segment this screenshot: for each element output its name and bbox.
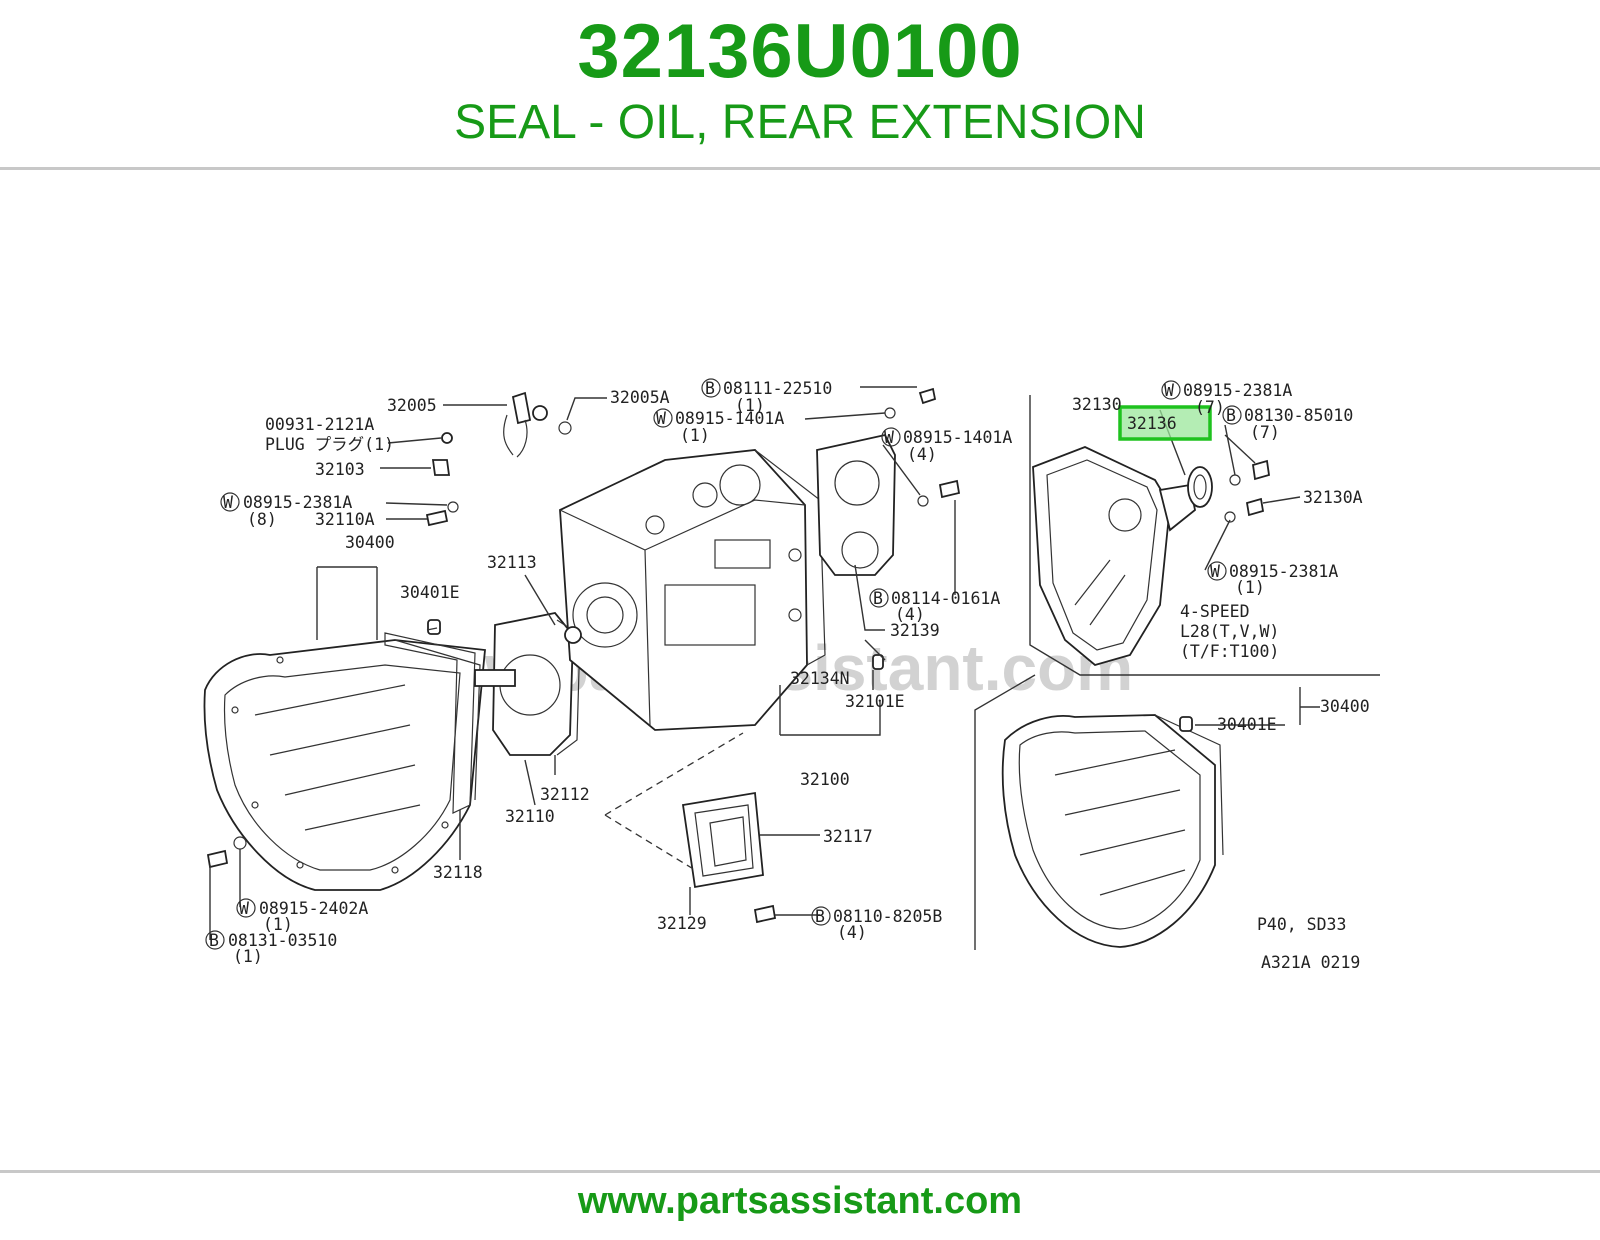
svg-text:(7): (7) [1195,398,1225,417]
svg-text:(1): (1) [263,915,293,934]
label-32130A: 32130A [1303,488,1363,507]
gasket-32118 [384,632,476,814]
label-32005: 32005 [387,396,437,415]
svg-text:(1): (1) [233,947,263,966]
svg-text:W: W [1164,381,1174,400]
rear-extension-32130 [1032,446,1271,666]
label-30401E-right: 30401E [1217,715,1277,734]
label-32005A: 32005A [610,388,670,407]
site-url[interactable]: www.partsassistant.com [577,1180,1023,1222]
label-diagram-code: A321A 0219 [1261,953,1360,972]
label-32129: 32129 [657,914,707,933]
part-description: SEAL - OIL, REAR EXTENSION [454,96,1146,149]
parts-diagram-svg: www.partsassistant.com [203,378,1380,972]
label-08915-2381A-l: 08915-2381A [243,493,352,512]
clutch-housing-right [1001,714,1224,948]
label-32113: 32113 [487,553,537,572]
label-30400-right: 30400 [1320,697,1370,716]
label-08114-0161A: 08114-0161A [891,589,1000,608]
svg-text:B: B [1226,406,1236,425]
label-32110A: 32110A [315,510,375,529]
part-labels: 32005 32005A 00931-2121A PLUG プラグ(1) 321… [228,379,1370,972]
page-header: 32136U0100 SEAL - OIL, REAR EXTENSION [0,0,1600,168]
svg-text:(1): (1) [735,396,765,415]
label-32134N: 32134N [790,669,850,688]
label-32136: 32136 [1127,414,1177,433]
section-divider [974,395,1380,950]
label-32118: 32118 [433,863,483,882]
svg-text:B: B [815,907,825,926]
svg-text:W: W [223,493,233,512]
label-32110: 32110 [505,807,555,826]
label-00931-2121A: 00931-2121A [265,415,374,434]
svg-text:W: W [884,428,894,447]
label-32112: 32112 [540,785,590,804]
svg-text:(1): (1) [680,426,710,445]
svg-text:B: B [873,589,883,608]
small-fasteners [206,387,961,924]
label-08915-2381A-r2: 08915-2381A [1229,562,1338,581]
svg-text:B: B [705,379,715,398]
footer-divider [0,1170,1600,1173]
label-08915-2381A-r1: 08915-2381A [1183,381,1292,400]
parts-diagram: www.partsassistant.com [195,335,1415,1005]
svg-text:W: W [656,409,666,428]
svg-text:(7): (7) [1250,423,1280,442]
svg-text:(4): (4) [907,445,937,464]
label-model: L28(T,V,W) [1180,622,1279,641]
label-32103: 32103 [315,460,365,479]
header-divider [0,167,1600,170]
label-08131-03510: 08131-03510 [228,931,337,950]
svg-text:(4): (4) [895,605,925,624]
label-4-speed: 4-SPEED [1180,602,1250,621]
label-08111-22510: 08111-22510 [723,379,832,398]
label-32101E: 32101E [845,692,905,711]
leader-lines [209,386,1320,940]
label-32100: 32100 [800,770,850,789]
label-08915-1401A-b: 08915-1401A [903,428,1012,447]
label-08110-8205B: 08110-8205B [833,907,942,926]
svg-text:W: W [1210,562,1220,581]
front-cover-32110 [474,612,581,756]
svg-text:(1): (1) [1235,578,1265,597]
label-30401E-left: 30401E [400,583,460,602]
label-transfer: (T/F:T100) [1180,642,1279,661]
label-32130: 32130 [1072,395,1122,414]
label-08130-85010: 08130-85010 [1244,406,1353,425]
label-variant: P40, SD33 [1257,915,1346,934]
clutch-housing-left [203,639,486,891]
label-32117: 32117 [823,827,873,846]
adapter-plate-32139 [816,433,896,576]
marker-symbols: B W W W B B W B W B W [205,378,1242,950]
label-32139: 32139 [890,621,940,640]
svg-text:(4): (4) [837,923,867,942]
svg-text:(8): (8) [247,510,277,529]
label-08915-2402A: 08915-2402A [259,899,368,918]
label-30400-left: 30400 [345,533,395,552]
svg-text:W: W [239,899,249,918]
transmission-case-32100 [559,449,826,731]
label-08915-1401A-a: 08915-1401A [675,409,784,428]
highlight-32136 [1118,405,1212,441]
top-cover-32129 [681,791,764,889]
part-number-title: 32136U0100 [577,9,1023,94]
cover-guide-dash [604,732,744,871]
svg-text:B: B [209,931,219,950]
label-plug: PLUG プラグ(1) [265,435,394,454]
